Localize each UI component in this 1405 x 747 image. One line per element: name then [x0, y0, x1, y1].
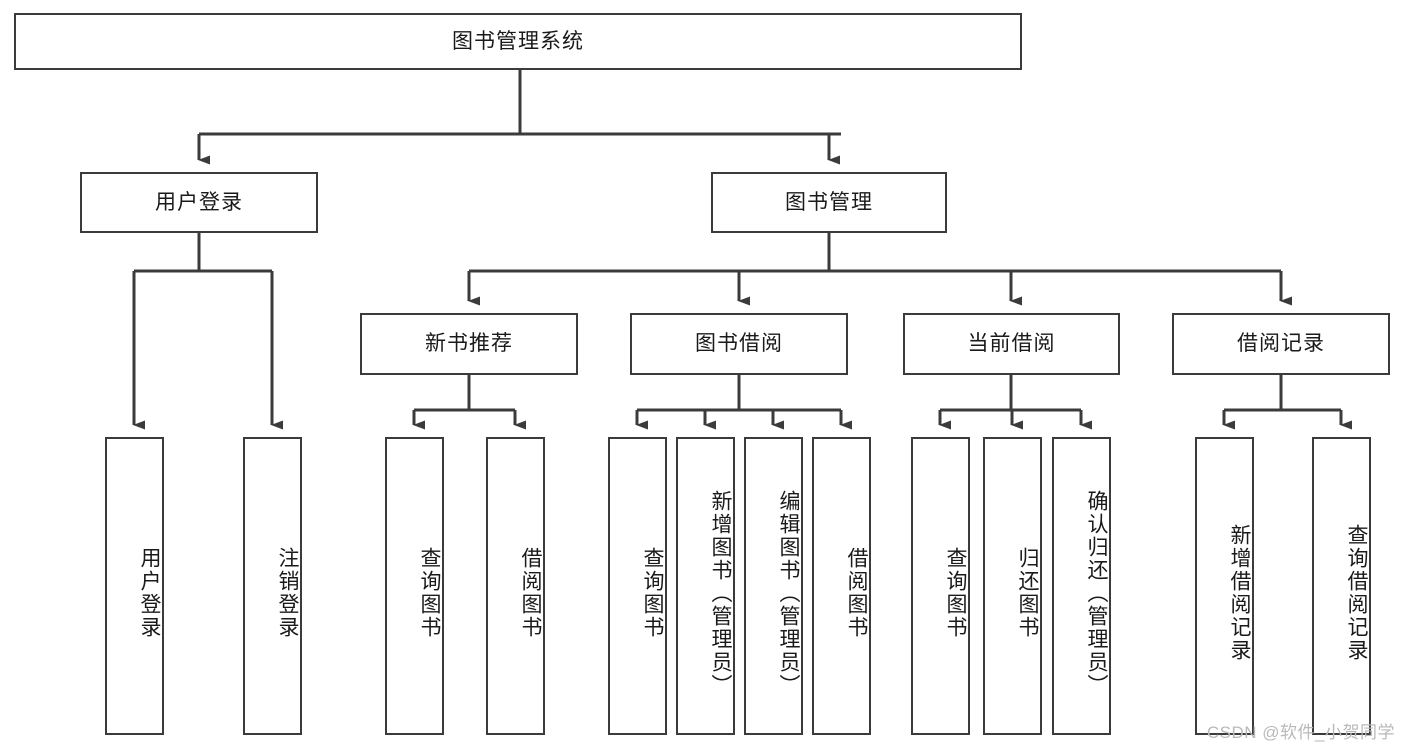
- leaf-logout-label: 注销登录: [276, 547, 299, 639]
- node-borrow-record[interactable]: 借阅记录: [1172, 313, 1390, 375]
- leaf-logout[interactable]: 注销登录: [243, 437, 302, 735]
- leaf-query-book-borrow-label: 查询图书: [641, 547, 664, 639]
- node-book-borrow-label: 图书借阅: [695, 332, 783, 356]
- node-book-borrow[interactable]: 图书借阅: [630, 313, 848, 375]
- node-user-login[interactable]: 用户登录: [80, 172, 318, 233]
- leaf-borrow-book-recommend[interactable]: 借阅图书: [486, 437, 545, 735]
- leaf-query-book-current-label: 查询图书: [944, 547, 967, 639]
- leaf-edit-book-admin[interactable]: 编辑图书（管理员）: [744, 437, 803, 735]
- leaf-edit-book-admin-label: 编辑图书（管理员）: [777, 489, 800, 697]
- leaf-confirm-return-admin[interactable]: 确认归还（管理员）: [1052, 437, 1111, 735]
- node-borrow-record-label: 借阅记录: [1237, 332, 1325, 356]
- leaf-query-book-recommend[interactable]: 查询图书: [385, 437, 444, 735]
- node-new-book-recommend[interactable]: 新书推荐: [360, 313, 578, 375]
- leaf-return-book[interactable]: 归还图书: [983, 437, 1042, 735]
- leaf-return-book-label: 归还图书: [1016, 547, 1039, 639]
- leaf-add-book-admin[interactable]: 新增图书（管理员）: [676, 437, 735, 735]
- leaf-add-book-admin-label: 新增图书（管理员）: [709, 489, 732, 697]
- leaf-add-borrow-record[interactable]: 新增借阅记录: [1195, 437, 1254, 735]
- node-book-manage-label: 图书管理: [785, 190, 873, 214]
- node-root-label: 图书管理系统: [452, 29, 584, 53]
- leaf-borrow-book[interactable]: 借阅图书: [812, 437, 871, 735]
- csdn-watermark: CSDN @软件_小贺同学: [1206, 723, 1395, 742]
- leaf-confirm-return-admin-label: 确认归还（管理员）: [1085, 489, 1108, 697]
- node-root[interactable]: 图书管理系统: [14, 13, 1022, 70]
- node-current-borrow[interactable]: 当前借阅: [903, 313, 1120, 375]
- node-current-borrow-label: 当前借阅: [967, 332, 1056, 356]
- leaf-query-book-borrow[interactable]: 查询图书: [608, 437, 667, 735]
- leaf-query-book-current[interactable]: 查询图书: [911, 437, 970, 735]
- node-book-manage[interactable]: 图书管理: [711, 172, 947, 233]
- node-new-book-recommend-label: 新书推荐: [425, 332, 513, 356]
- leaf-user-login[interactable]: 用户登录: [105, 437, 164, 735]
- leaf-query-book-recommend-label: 查询图书: [418, 547, 441, 639]
- leaf-user-login-label: 用户登录: [138, 547, 161, 639]
- leaf-add-borrow-record-label: 新增借阅记录: [1228, 524, 1251, 662]
- node-user-login-label: 用户登录: [155, 190, 243, 214]
- leaf-query-borrow-record[interactable]: 查询借阅记录: [1312, 437, 1371, 735]
- leaf-borrow-book-recommend-label: 借阅图书: [519, 547, 542, 639]
- leaf-query-borrow-record-label: 查询借阅记录: [1345, 524, 1368, 662]
- leaf-borrow-book-label: 借阅图书: [845, 547, 868, 639]
